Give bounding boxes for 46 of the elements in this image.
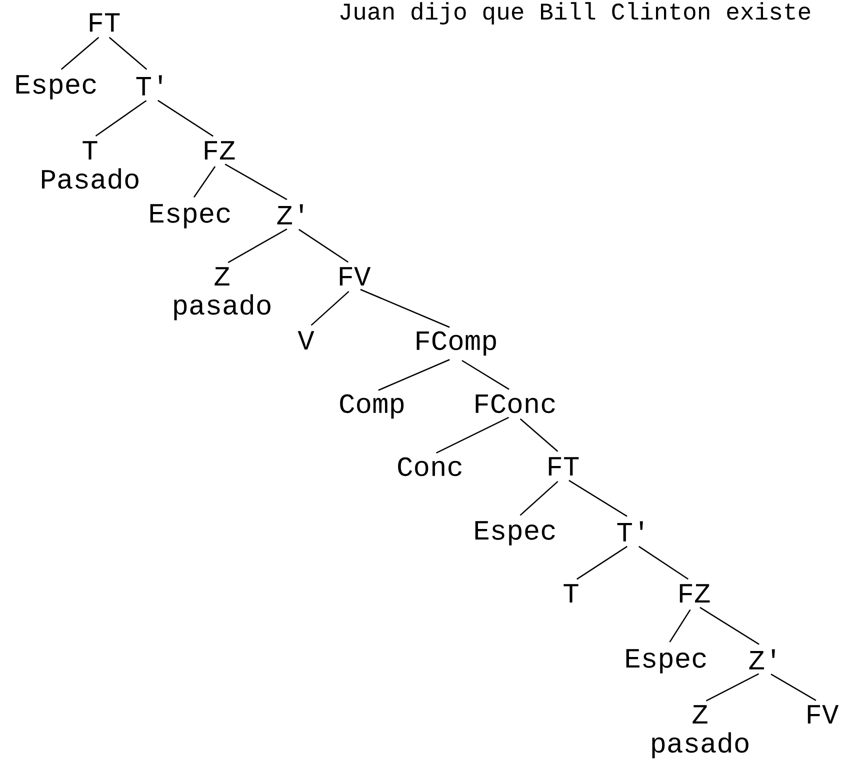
category-label: FZ [680,584,710,603]
branch-line [360,288,450,328]
branch-line [378,359,450,391]
branch-line [108,36,148,70]
category-label: FComp [416,331,496,356]
branch-line [60,36,100,70]
category-label: T Pasado [42,141,138,189]
category-label: V [298,331,314,350]
branch-line [436,416,509,454]
branch-line [224,164,288,200]
branch-line [638,546,689,580]
category-label: Espec [150,204,230,228]
branch-line [706,673,760,702]
category-label: FConc [476,394,555,414]
category-label: FV [808,705,839,724]
branch-line [298,228,349,263]
category-label: T [564,584,578,603]
branch-line [770,674,816,702]
category-label: Conc [398,457,462,476]
category-label: FZ [204,141,235,160]
branch-line [576,546,628,580]
branch-line [462,360,510,390]
branch-line [95,100,147,136]
category-label: Z' [277,204,303,224]
branch-line [520,480,558,516]
branch-line [700,606,760,645]
category-label: FT [548,457,579,476]
category-label: Z pasado [652,705,748,758]
branch-line [228,228,288,264]
branch-line [520,418,558,452]
category-label: Z' [749,649,775,670]
category-label: Espec [16,75,96,100]
category-label: Espec [626,649,706,674]
branch-line [568,480,628,517]
branch-line [669,609,691,642]
category-label: Z pasado [174,267,270,320]
branch-line [310,290,350,326]
category-label: T' [136,75,162,96]
category-label: FV [340,267,371,286]
category-label: T' [617,521,643,542]
category-label: FT [90,13,120,32]
sentence-heading: Juan dijo que Bill Clinton existe [340,2,810,24]
branch-line [193,166,216,198]
category-label: Espec [475,521,555,546]
category-label: Comp [340,394,404,419]
branch-line [158,100,214,137]
